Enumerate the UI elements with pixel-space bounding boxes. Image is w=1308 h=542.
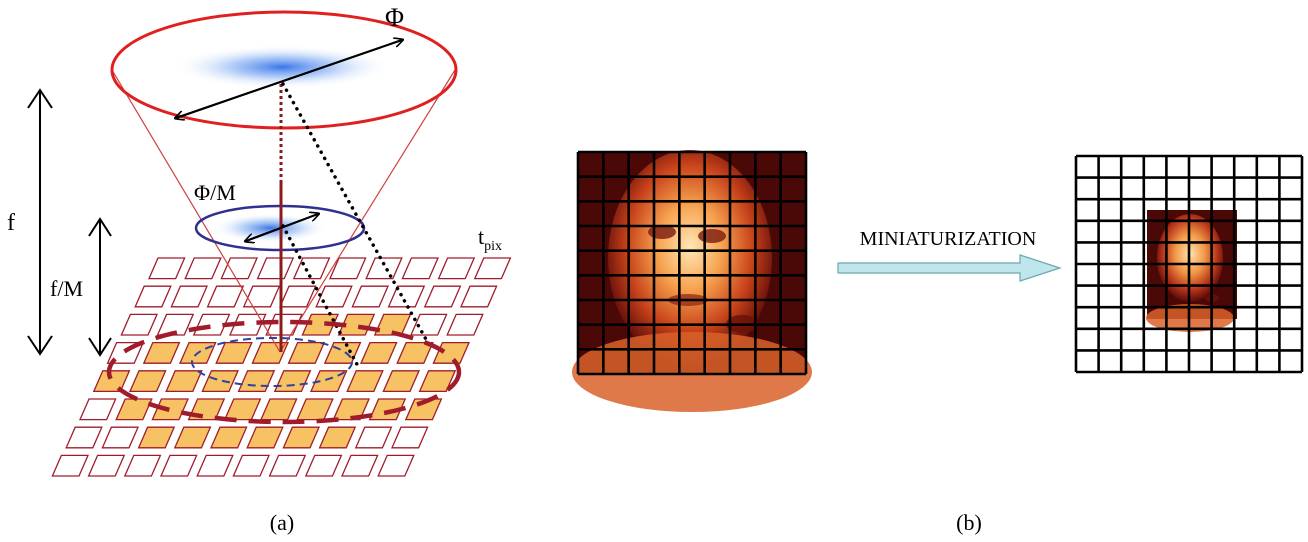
pixel-cell [387,285,426,308]
pixel-cell [165,370,203,393]
pixel-cell [215,341,253,364]
pixel-cell [423,285,462,308]
pixel-cell [346,370,384,393]
pixel-cell [401,257,439,280]
pixel-cell [382,370,420,393]
pixel-cell [318,426,357,449]
miniature-display [1074,154,1304,374]
footprint-ellipses [106,319,462,425]
phi-label: Φ [385,3,404,32]
pixel-cell [232,454,270,477]
pixel-cell [287,341,326,364]
phi-diameter-arrow [176,40,402,118]
pixel-cell [87,454,126,477]
pixel-cell [354,426,393,449]
phi-over-m-diameter-arrow [246,214,318,241]
pixel-cell [92,370,131,393]
pixel-cell [282,426,320,449]
pixel-grid [51,257,512,477]
pixel-cell [246,426,284,449]
pixel-cell [437,257,476,280]
pixel-cell [206,285,245,308]
pixel-cell [273,370,312,393]
pixel-cell [79,398,117,421]
pixel-cell [220,257,258,280]
pixel-cell [101,426,139,449]
pixel-cell [134,285,172,308]
pixel-cell [377,454,415,477]
large-grid [576,150,808,376]
pixel-cell [201,370,239,393]
pixel-cell [341,454,379,477]
pixel-cell [170,285,208,308]
pixel-cell [418,370,457,393]
f-over-m-arrow [88,217,112,357]
pixel-cell [365,257,403,280]
panel-b-caption: (b) [956,510,982,535]
pixel-cell [268,454,307,477]
pixel-cell [151,398,189,421]
pixel-cell [292,257,331,280]
pixel-cell [237,370,276,393]
pixel-cell [229,313,267,336]
pixel-cell [129,370,167,393]
pixel-cell [137,426,176,449]
pixel-cell [123,454,162,477]
cone-outline [111,69,456,353]
small-grid [1074,154,1304,374]
pixel-cell [173,426,212,449]
pixel-cell [360,341,398,364]
miniaturization-arrow [837,254,1062,282]
pixel-cell [156,313,195,336]
pixel-cell [160,454,198,477]
pixel-cell [391,426,429,449]
pixel-cell [265,313,303,336]
pixel-cell [296,398,334,421]
phi-over-m-label: Φ/M [194,180,236,205]
pixel-cell [279,285,317,308]
pixel-cell [332,398,370,421]
pixel-cell [368,398,407,421]
pixel-cell [256,257,295,280]
f-arrow [27,88,53,356]
t-pix-label: tpix [478,224,502,254]
pixel-cell [304,454,343,477]
face-image-large [572,150,812,412]
pixel-cell [446,313,484,336]
outer-aperture [110,10,458,130]
pixel-cell [115,398,153,421]
panel-a: Φ Φ/M f f/M tpix (a) [7,3,512,535]
pixel-cell [210,426,248,449]
pixel-cell [460,285,498,308]
face-image-small [1146,210,1237,332]
pixel-cell [148,257,186,280]
miniaturization-label: MINIATURIZATION [860,228,1037,250]
pixel-cell [65,426,103,449]
pixel-cell [323,341,362,364]
pixel-cell [315,285,353,308]
panel-a-caption: (a) [270,510,294,535]
pixel-cell [51,454,89,477]
pixel-cell [120,313,158,336]
pixel-cell [432,341,470,364]
pixel-cell [260,398,298,421]
pixel-cell [196,454,234,477]
pixel-cell [329,257,367,280]
pixel-cell [242,285,281,308]
f-over-m-label: f/M [50,276,83,301]
chief-rays [281,82,434,372]
pixel-cell [473,257,512,280]
panel-b: MINIATURIZATION (b) [572,150,1304,535]
pixel-cell [223,398,262,421]
pixel-cell [251,341,289,364]
pixel-cell [142,341,181,364]
pixel-cell [396,341,434,364]
f-label: f [7,210,15,236]
pixel-cell [410,313,448,336]
pixel-cell [184,257,222,280]
pixel-cell [351,285,389,308]
